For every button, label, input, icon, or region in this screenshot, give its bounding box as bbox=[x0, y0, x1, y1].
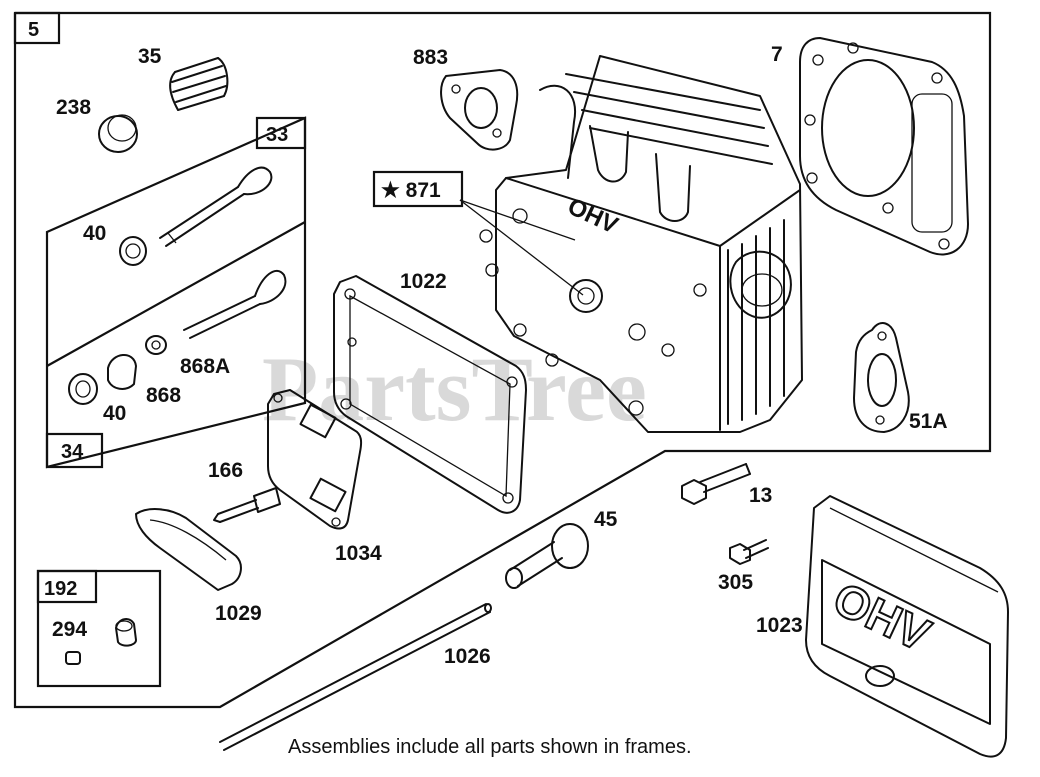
cover-screw-drawing bbox=[729, 539, 769, 565]
breather-fitting-drawing bbox=[213, 487, 281, 523]
frame-34-tag bbox=[45, 432, 104, 469]
breather-plate-drawing bbox=[267, 389, 363, 530]
valve-assembly-frame bbox=[45, 116, 307, 469]
head-gasket-drawing bbox=[799, 37, 969, 256]
intake-gasket-drawing bbox=[440, 69, 519, 151]
part-label-40-a: 40 bbox=[83, 222, 106, 245]
part-label-35: 35 bbox=[138, 45, 162, 68]
breather-assembly-frame bbox=[36, 569, 162, 688]
star-part-label: ★ 871 bbox=[381, 179, 441, 202]
pushrod-drawing bbox=[219, 603, 492, 751]
rocker-cover-drawing: OHV bbox=[805, 495, 1009, 758]
frame-34-number: 34 bbox=[61, 441, 84, 463]
leader-871-a bbox=[459, 199, 576, 241]
part-label-868: 868 bbox=[146, 384, 181, 407]
part-label-7: 7 bbox=[771, 43, 783, 66]
frame-divider bbox=[46, 221, 306, 367]
cover-embossed-text: OHV bbox=[826, 572, 939, 661]
frame-5-number: 5 bbox=[28, 19, 39, 41]
valve-spring-drawing bbox=[169, 57, 229, 111]
part-label-45: 45 bbox=[594, 508, 618, 531]
part-label-40-b: 40 bbox=[103, 402, 126, 425]
part-label-166: 166 bbox=[208, 459, 243, 482]
part-label-238: 238 bbox=[56, 96, 91, 119]
frame-33-tag bbox=[255, 116, 307, 150]
part-label-1026: 1026 bbox=[444, 645, 491, 668]
exhaust-valve-drawing bbox=[119, 166, 273, 266]
frame-5-tag bbox=[13, 11, 61, 45]
head-bolt-drawing bbox=[681, 463, 751, 505]
valve-cap-drawing bbox=[98, 114, 138, 153]
part-label-1034: 1034 bbox=[335, 542, 382, 565]
frame-192-number: 192 bbox=[44, 578, 77, 600]
rocker-cover-gasket-drawing bbox=[333, 275, 527, 514]
part-label-13: 13 bbox=[749, 484, 772, 507]
part-label-1029: 1029 bbox=[215, 602, 262, 625]
breather-valve-drawing bbox=[135, 508, 242, 591]
leader-871-b bbox=[459, 199, 584, 296]
head-embossed-text: OHV bbox=[563, 193, 622, 239]
part-label-51A: 51A bbox=[909, 410, 948, 433]
pushrod-guide-drawing bbox=[505, 523, 589, 589]
part-label-868A: 868A bbox=[180, 355, 230, 378]
part-label-1022: 1022 bbox=[400, 270, 447, 293]
footer-note: Assemblies include all parts shown in fr… bbox=[288, 736, 692, 758]
exhaust-gasket-drawing bbox=[853, 322, 910, 433]
main-assembly-frame bbox=[13, 11, 992, 709]
part-label-305: 305 bbox=[718, 571, 753, 594]
intake-valve-drawing bbox=[68, 269, 287, 405]
frame-33-number: 33 bbox=[266, 124, 288, 146]
part-label-294: 294 bbox=[52, 618, 87, 641]
star-part-tag bbox=[372, 170, 464, 208]
watermark: PartsTree bbox=[262, 338, 647, 440]
part-label-883: 883 bbox=[413, 46, 448, 69]
part-label-1023: 1023 bbox=[756, 614, 803, 637]
breather-tube-drawing bbox=[65, 618, 137, 665]
frame-192-tag bbox=[36, 569, 98, 604]
